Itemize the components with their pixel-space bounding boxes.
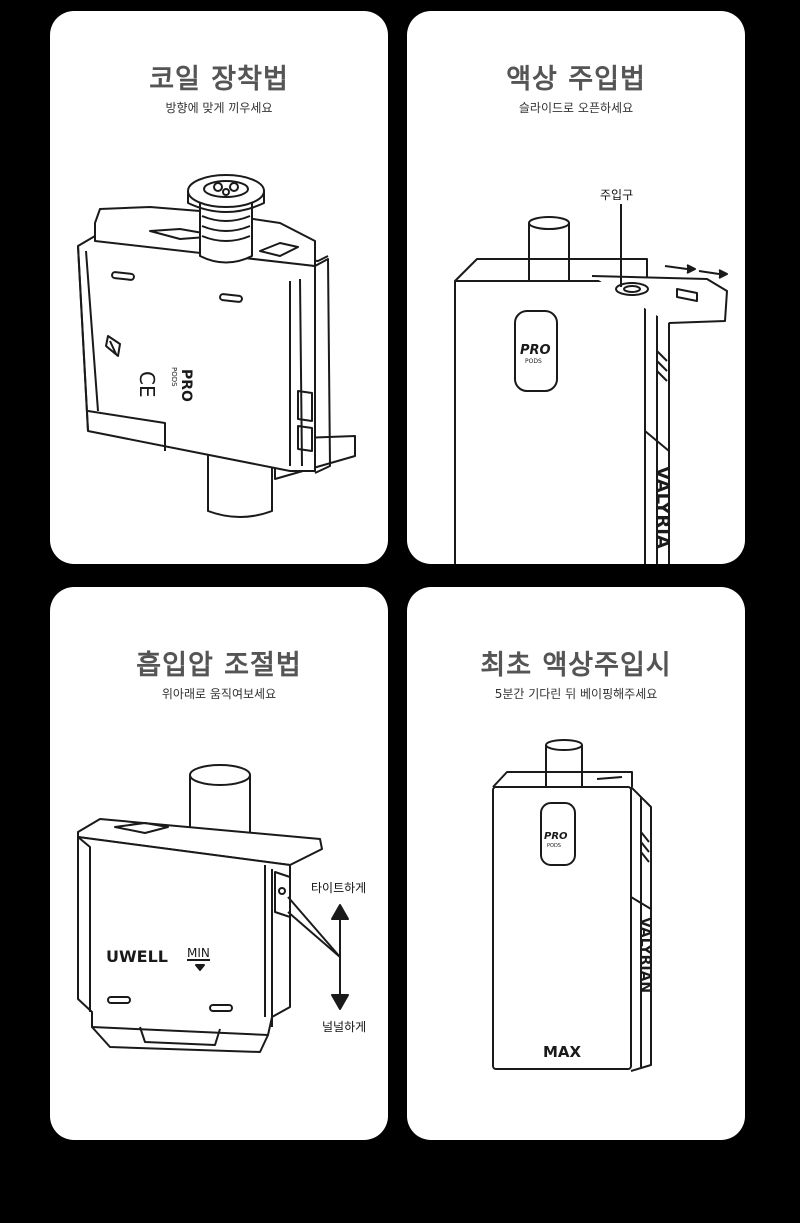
pods-mark: PODS bbox=[525, 358, 542, 365]
card-coil-install: 코일 장착법 방향에 맞게 끼우세요 bbox=[50, 11, 388, 564]
pro-brand-mark: PRO bbox=[520, 343, 551, 358]
card-title: 코일 장착법 bbox=[149, 64, 289, 95]
card-airflow-adjust: 흡입압 조절법 위아래로 움직여보세요 타이트하게 널널하게 bbox=[50, 587, 388, 1140]
valyrian-side-mark: VALYRIAN bbox=[637, 917, 653, 993]
card-subtitle: 위아래로 움직여보세요 bbox=[161, 687, 277, 701]
card-first-fill: 최초 액상주입시 5분간 기다린 뒤 베이핑해주세요 PRO PODS VALY… bbox=[407, 587, 745, 1140]
pods-mark: PODS bbox=[170, 367, 178, 387]
card-subtitle: 방향에 맞게 끼우세요 bbox=[165, 101, 273, 115]
pod-coil-illustration: CE PRO PODS bbox=[77, 174, 356, 518]
device-illustration: PRO PODS VALYRIAN MAX bbox=[492, 739, 653, 1072]
svg-text:CE: CE bbox=[135, 371, 159, 398]
uwell-brand-mark: UWELL bbox=[106, 947, 168, 966]
pods-mark: PODS bbox=[547, 843, 561, 849]
max-model-mark: MAX bbox=[543, 1043, 582, 1061]
label-looser: 널널하게 bbox=[322, 1020, 367, 1034]
card-title: 액상 주입법 bbox=[506, 64, 646, 95]
fill-port-label: 주입구 bbox=[600, 188, 634, 202]
liquid-fill-illustration: PRO PODS VALYRIA bbox=[454, 204, 728, 564]
card-title: 흡입압 조절법 bbox=[136, 650, 302, 681]
airflow-illustration: UWELL MIN bbox=[77, 764, 349, 1053]
card-subtitle: 5분간 기다린 뒤 베이핑해주세요 bbox=[494, 687, 658, 701]
card-liquid-fill: 액상 주입법 슬라이드로 오픈하세요 주입구 bbox=[407, 11, 745, 564]
pro-brand-mark: PRO bbox=[544, 831, 568, 842]
card-subtitle: 슬라이드로 오픈하세요 bbox=[518, 101, 634, 115]
valyria-side-mark: VALYRIA bbox=[652, 466, 673, 549]
card-title: 최초 액상주입시 bbox=[480, 650, 672, 681]
min-setting-mark: MIN bbox=[187, 946, 210, 960]
label-tighter: 타이트하게 bbox=[311, 881, 367, 895]
pro-brand-mark: PRO bbox=[178, 369, 194, 402]
